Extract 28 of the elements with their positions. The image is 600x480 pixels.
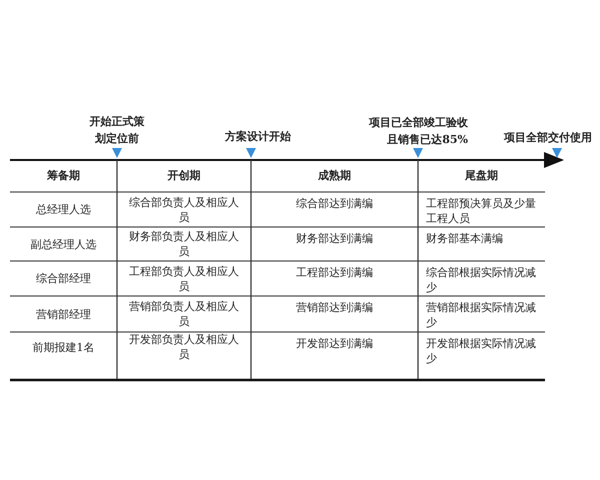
table-text: 营销部达到满编 xyxy=(296,300,373,315)
table-text: 综合部根据实际情况减少 xyxy=(426,265,537,295)
column-header: 尾盘期 xyxy=(465,168,498,184)
milestone-label: 项目已全部竣工验收且销售已达85% xyxy=(368,115,468,148)
table-text: 财务部负责人及相应人员 xyxy=(128,229,240,259)
table-text: 前期报建1名 xyxy=(32,340,94,354)
table-text: 营销部经理 xyxy=(36,306,91,322)
table-text: 开发部达到满编 xyxy=(296,336,373,351)
table-text: 工程部负责人及相应人员 xyxy=(128,264,240,294)
table-text: 财务部达到满编 xyxy=(296,231,373,246)
column-header: 成熟期 xyxy=(318,168,351,184)
column-header: 筹备期 xyxy=(47,168,80,184)
table-text: 副总经理人选 xyxy=(30,236,96,252)
column-header: 开创期 xyxy=(168,168,200,184)
table-text: 营销部根据实际情况减少 xyxy=(426,300,537,330)
table-text: 综合部经理 xyxy=(36,271,91,286)
table-text: 总经理人选 xyxy=(36,202,91,217)
table-text: 工程部预决算员及少量工程人员 xyxy=(426,196,537,226)
table-text: 财务部基本满编 xyxy=(426,231,503,246)
table-text: 工程部达到满编 xyxy=(296,265,373,280)
milestone-label: 项目全部交付使用 xyxy=(502,130,593,146)
table-text: 综合部达到满编 xyxy=(296,196,373,211)
table-text: 开发部根据实际情况减少 xyxy=(426,336,537,366)
table-text: 综合部负责人及相应人员 xyxy=(128,194,240,224)
table-text: 开发部负责人及相应人员 xyxy=(128,332,240,362)
milestone-label: 方案设计开始 xyxy=(224,129,292,145)
milestone-label: 开始正式策划定位前 xyxy=(88,114,146,147)
table-text: 营销部负责人及相应人员 xyxy=(128,299,240,329)
